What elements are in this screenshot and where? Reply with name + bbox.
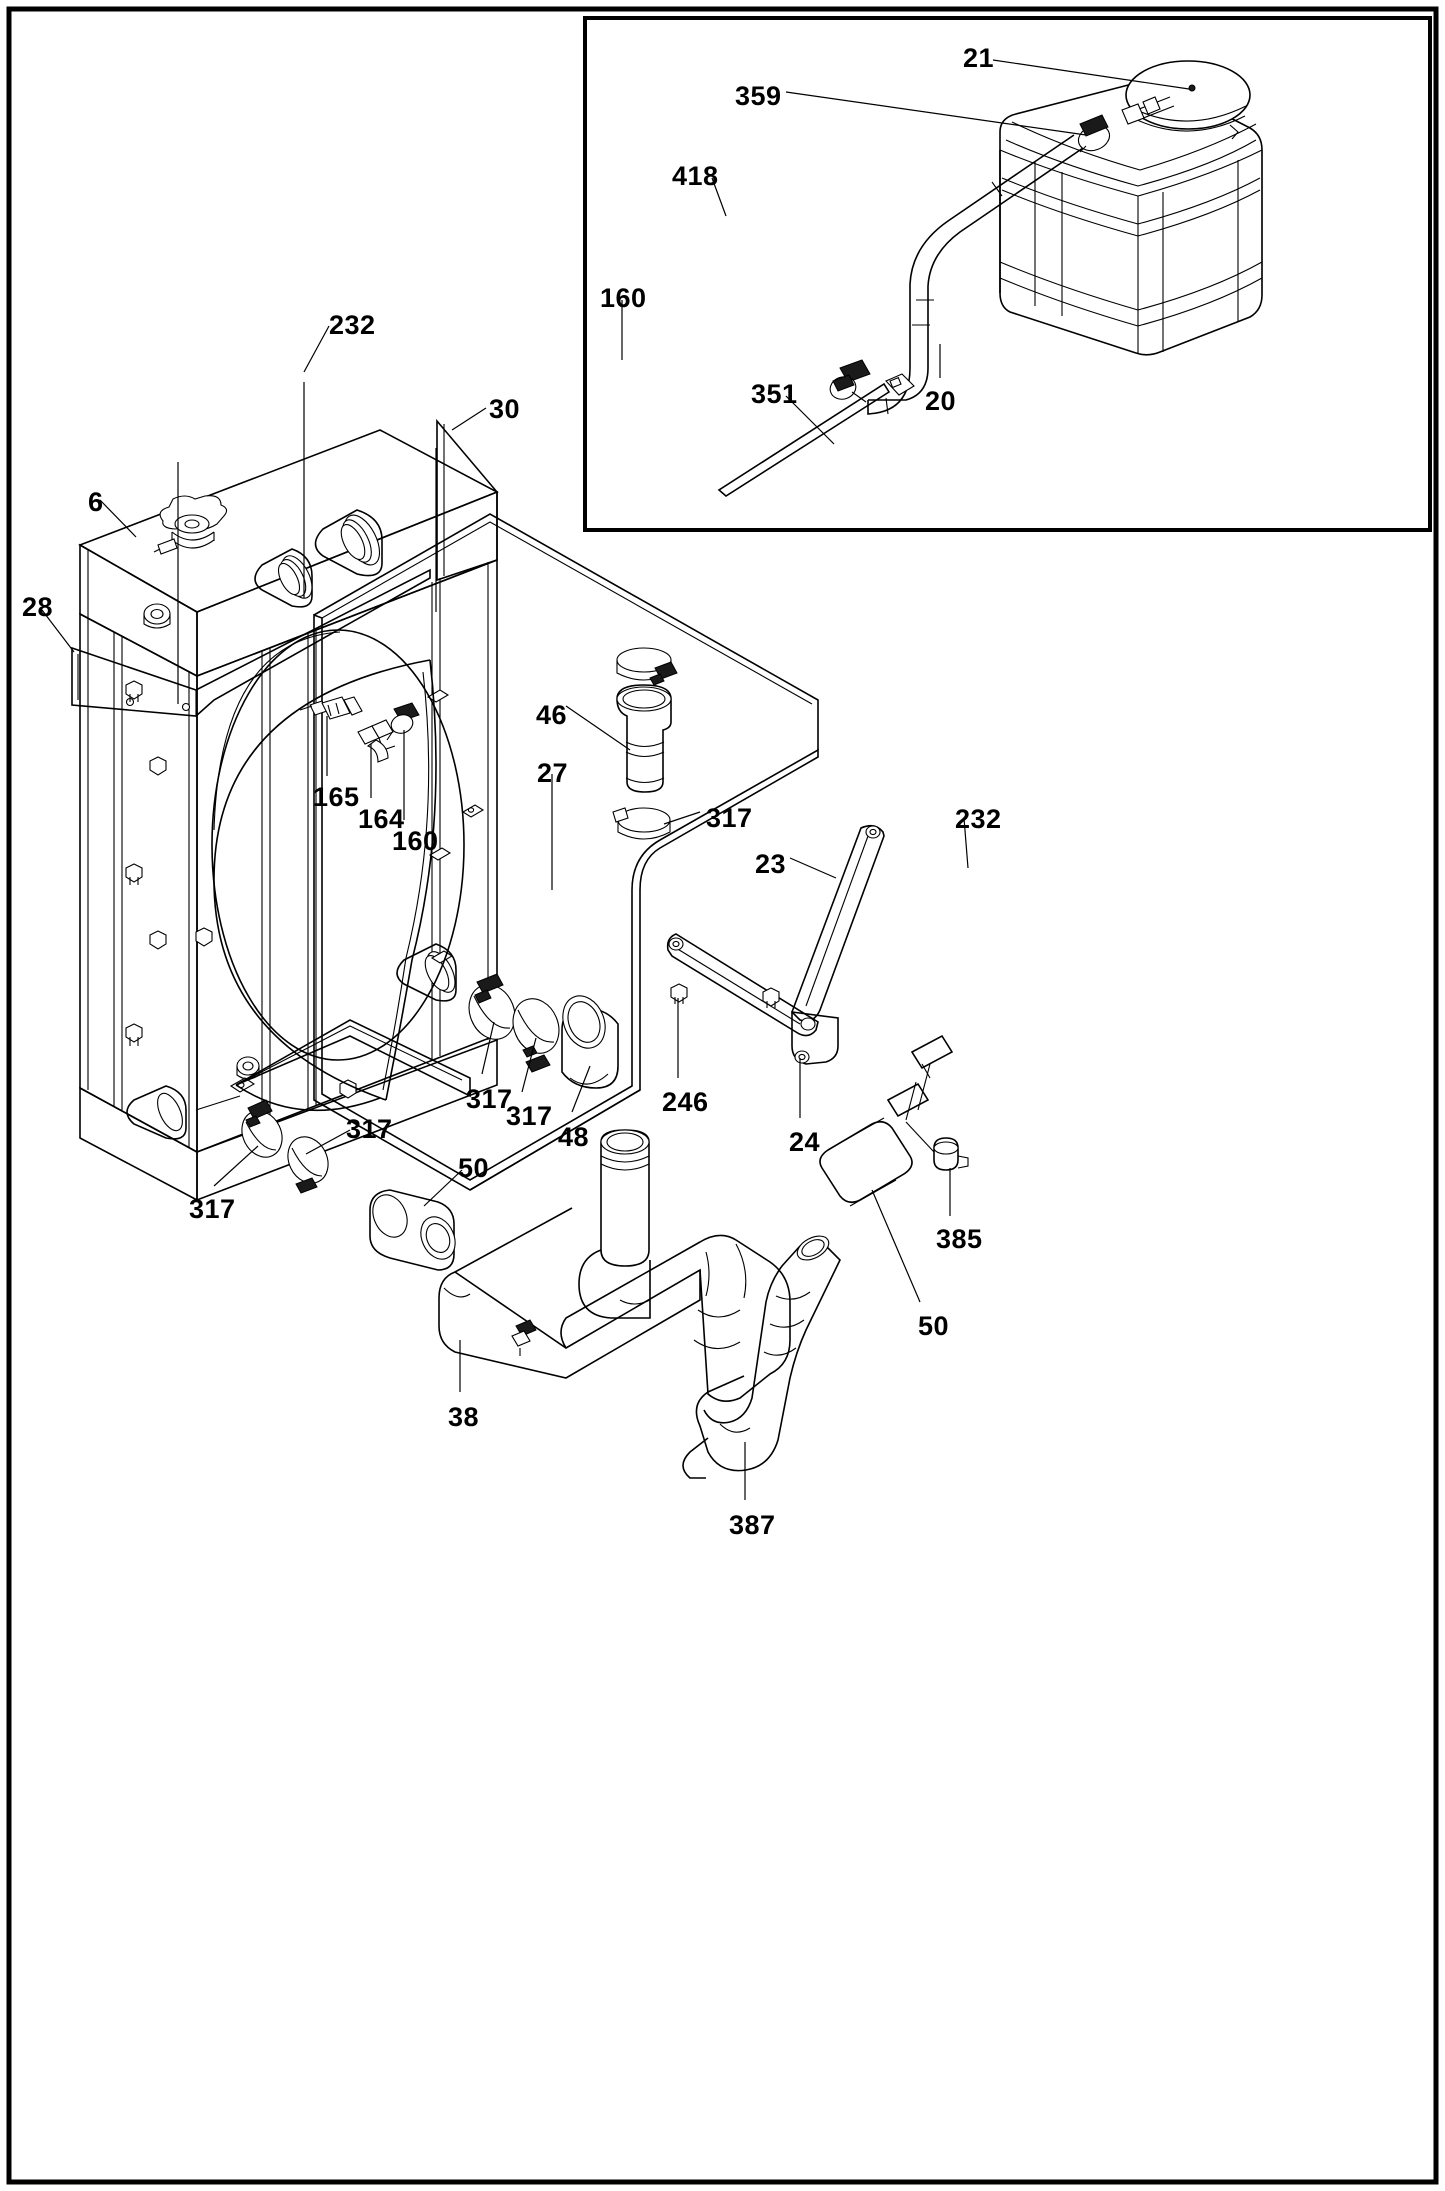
- callout-46: 46: [536, 700, 568, 730]
- bypass-hose: [561, 995, 619, 1089]
- callout-317-mid-a: 317: [466, 1084, 513, 1114]
- callout-359: 359: [735, 81, 782, 111]
- radiator-side-panel: [436, 418, 498, 582]
- hose-clamp-359: [1077, 114, 1111, 153]
- callout-21: 21: [963, 43, 995, 73]
- reservoir-outlet-nipple: [1121, 96, 1175, 125]
- hose-clamp-160-main: [386, 702, 420, 741]
- temperature-sender: [299, 696, 363, 720]
- radiator-lower-hose-neck-right: [396, 943, 457, 1002]
- callout-246: 246: [662, 1087, 709, 1117]
- elbow-fitting: [357, 719, 396, 763]
- reservoir-cap: [1125, 60, 1251, 140]
- inset-panel-border: [583, 16, 1432, 532]
- lower-hose-assembly: [438, 1129, 791, 1402]
- callout-28: 28: [22, 592, 54, 622]
- radiator-lower-hose-neck-left: [126, 1085, 187, 1140]
- callout-24: 24: [789, 1127, 821, 1157]
- callout-351: 351: [751, 379, 798, 409]
- callout-317-low-b: 317: [189, 1194, 236, 1224]
- hose-clamp-pair: [468, 973, 560, 1073]
- callout-38: 38: [448, 1402, 480, 1432]
- callout-165: 165: [313, 782, 360, 812]
- hose-clamp-160-inset: [829, 359, 871, 403]
- frame-bolts: [125, 680, 357, 1099]
- upper-hose: [616, 684, 672, 793]
- hose-387: [682, 1235, 841, 1479]
- brace-bolt-right: [762, 987, 780, 1008]
- bushing: [143, 603, 171, 629]
- hose-clamp-lower-left-a: [241, 1099, 283, 1158]
- callout-317-mid-b: 317: [506, 1101, 553, 1131]
- callout-160-inset: 160: [600, 283, 647, 313]
- callout-20: 20: [925, 386, 957, 416]
- support-brace-lower: [666, 933, 819, 1037]
- reservoir-hose: [867, 134, 1084, 415]
- shroud-tabs: [229, 689, 485, 1093]
- callout-6: 6: [88, 487, 104, 517]
- hose-50-right: [819, 1117, 913, 1207]
- brace-bolt-246: [670, 983, 688, 1004]
- radiator-upper-hose-neck-right: [314, 509, 383, 577]
- cable-tie: [717, 373, 915, 497]
- callout-418: 418: [672, 161, 719, 191]
- callout-317-low-a: 317: [346, 1114, 393, 1144]
- upper-hose-clamp-top: [616, 647, 678, 686]
- callout-50-left: 50: [458, 1153, 490, 1183]
- coolant-reservoir-tank: [999, 80, 1263, 356]
- callout-385: 385: [936, 1224, 983, 1254]
- hose-50-left: [369, 1189, 456, 1271]
- callout-27: 27: [537, 758, 569, 788]
- callout-232-top: 232: [329, 310, 376, 340]
- callout-232-right: 232: [955, 804, 1002, 834]
- drain-cock: [886, 1034, 969, 1171]
- callout-30: 30: [489, 394, 521, 424]
- radiator-upper-hose-neck-left: [254, 548, 313, 608]
- callout-50-right: 50: [918, 1311, 950, 1341]
- leader-lines: [41, 59, 1190, 1500]
- radiator-core: [78, 429, 499, 1202]
- fan-shroud: [211, 513, 819, 1191]
- callout-160-main: 160: [392, 826, 439, 856]
- upper-hose-clamp-bottom: [612, 807, 671, 840]
- radiator-filler-cap: [153, 495, 228, 555]
- hose-clamp-lower-left-b: [287, 1136, 329, 1194]
- callout-23: 23: [755, 849, 787, 879]
- callout-48: 48: [558, 1122, 590, 1152]
- shroud-strut: [195, 1095, 241, 1111]
- page-border: [6, 6, 1439, 2185]
- callout-317-upper: 317: [706, 803, 753, 833]
- callout-164: 164: [358, 804, 405, 834]
- callout-387: 387: [729, 1510, 776, 1540]
